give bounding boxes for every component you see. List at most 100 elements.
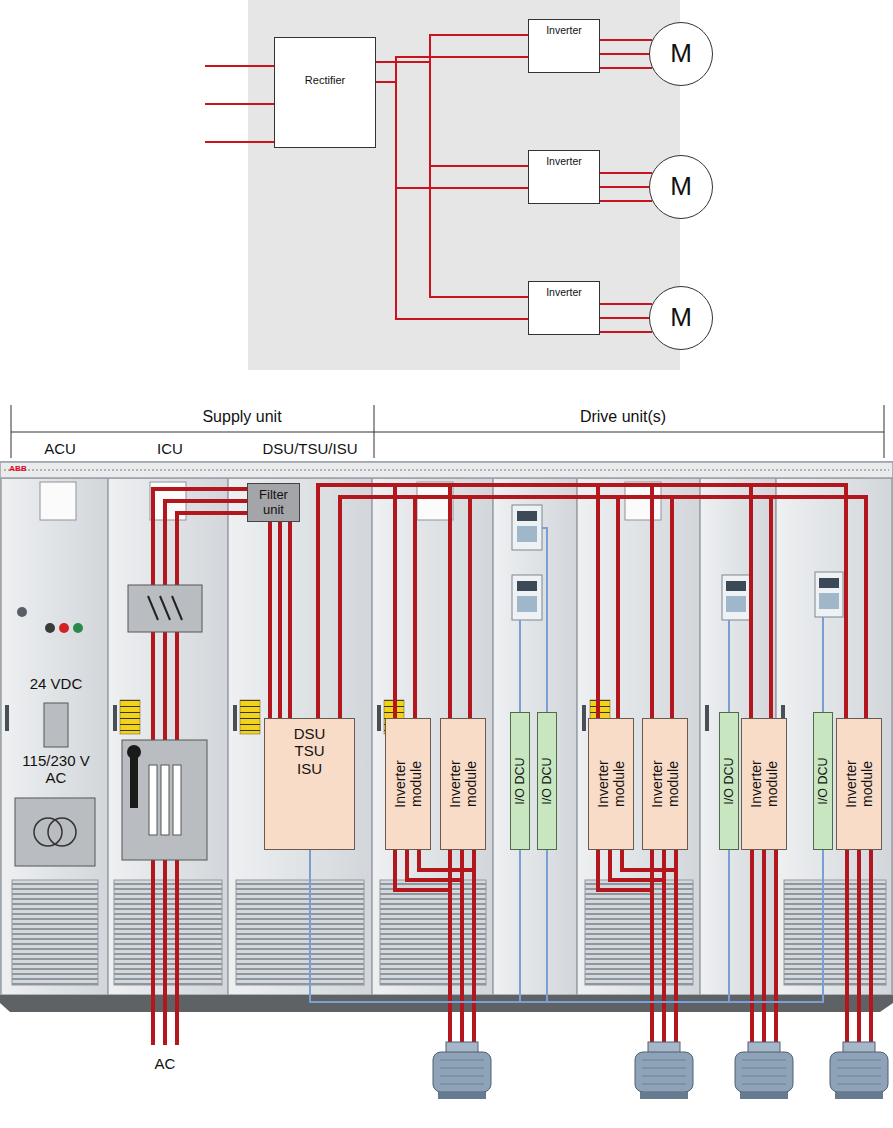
fuse-symbol-part [130,752,138,808]
cabinet-part [0,462,893,997]
wire-line [600,200,652,202]
motor-illustration [433,1042,888,1099]
acu-buttons-part [45,623,55,633]
wire-connector [310,850,729,1002]
motor-illustration-part-part [837,1060,881,1084]
switch-symbol [128,585,202,632]
wire-connector [310,850,520,1002]
motor-illustration-part-part [835,1092,883,1099]
wire-line [600,317,649,319]
motor-illustration-part [735,1042,793,1099]
wire-connector [310,850,823,1002]
wire-line [600,172,652,174]
unit-bracket [11,405,884,458]
io-dcu-board: I/O DCU [510,712,530,850]
control-panel-part [517,526,537,542]
cabinet-part [228,478,372,995]
switch-symbol-part [128,585,202,632]
node-text: Inverter module [595,742,627,826]
part-label: ICU [140,440,200,457]
control-panel-part [722,575,750,620]
acu-buttons [17,607,83,633]
wire-line [268,522,272,718]
motor-illustration-part-part [440,1060,484,1084]
inverter-box: Inverter [528,281,600,335]
transformer-symbol-part [48,818,76,846]
wire-connector [310,850,547,1002]
motor-illustration-part-part [740,1092,788,1099]
part-label: 115/230 V AC [17,752,95,787]
door-plaque [40,482,661,520]
acu-buttons-part [17,607,27,617]
warning-sticker-part [120,700,140,734]
wire-connector [376,62,528,188]
control-panel-part [726,596,746,612]
wire-line [318,485,652,718]
fuse-symbol-part [122,740,207,860]
motor-cable-part [395,850,474,1045]
node-text: M [670,39,692,69]
wire-line [310,850,823,1002]
wire-line [600,67,652,69]
supply-wires [205,66,274,142]
door-plaque-part [625,482,661,520]
cabinet [0,462,893,997]
node-text: Inverter [546,155,582,167]
motor-cable-part [752,850,776,1045]
node-text: M [670,303,692,333]
wire-line [600,53,649,55]
motor-illustration-part [433,1042,491,1099]
node-text: I/O DCU [513,719,527,843]
motor-illustration-part-part [642,1060,686,1084]
control-panel-part [517,596,537,612]
node-text: Inverter module [392,742,424,826]
control-panel-part [512,575,542,620]
node-text: I/O DCU [816,719,830,843]
inverter-box: Inverter [528,19,600,73]
node-text: Inverter module [843,742,875,826]
wire-line [318,485,751,718]
rectifier-box: Rectifier [274,37,376,148]
transformer-symbol-part [15,798,95,866]
control-panel [512,505,843,620]
cabinet-part [1,478,108,995]
wire-line [318,485,450,718]
wire-connector [318,485,866,718]
door-handle-part [705,705,709,731]
wire-connector [270,522,290,718]
motor-circle: M [649,286,713,350]
vent-grille-part [12,880,98,985]
node-text: Inverter module [649,742,681,826]
switch-symbol-part [148,596,182,620]
wire-line [376,62,528,166]
part-label: Supply unit [167,408,317,426]
power-supply-device [44,703,68,747]
filter-unit: Filter unit [247,483,300,522]
wire-line [340,497,672,718]
inverter-module: Inverter module [642,718,688,850]
floor-shadow [0,995,893,1012]
control-panel-part [512,505,542,550]
wire-line [600,39,652,41]
wire-line [376,82,528,319]
part-label: DSU/TSU/ISU [250,440,370,457]
cabinet-part [108,478,228,995]
motor-illustration-part-part [438,1092,486,1099]
unit-bracket-part [11,405,884,458]
fuse-symbol-part [161,765,169,835]
motor-illustration-part-part [635,1052,693,1092]
motor-illustration-part-part [742,1060,786,1084]
control-panel-part [517,581,537,591]
cabinet-part [493,478,577,995]
inverter-module: Inverter module [385,718,431,850]
door-handle-part [113,705,117,731]
motor-illustration-part [635,1042,693,1099]
wire-connector [600,40,652,68]
part-label: ABB [3,464,33,473]
wire-line [318,485,395,718]
control-panel-part [726,581,746,591]
motor-cable [395,850,871,1045]
motor-cable-part [598,850,676,1045]
node-text: Inverter [546,24,582,36]
